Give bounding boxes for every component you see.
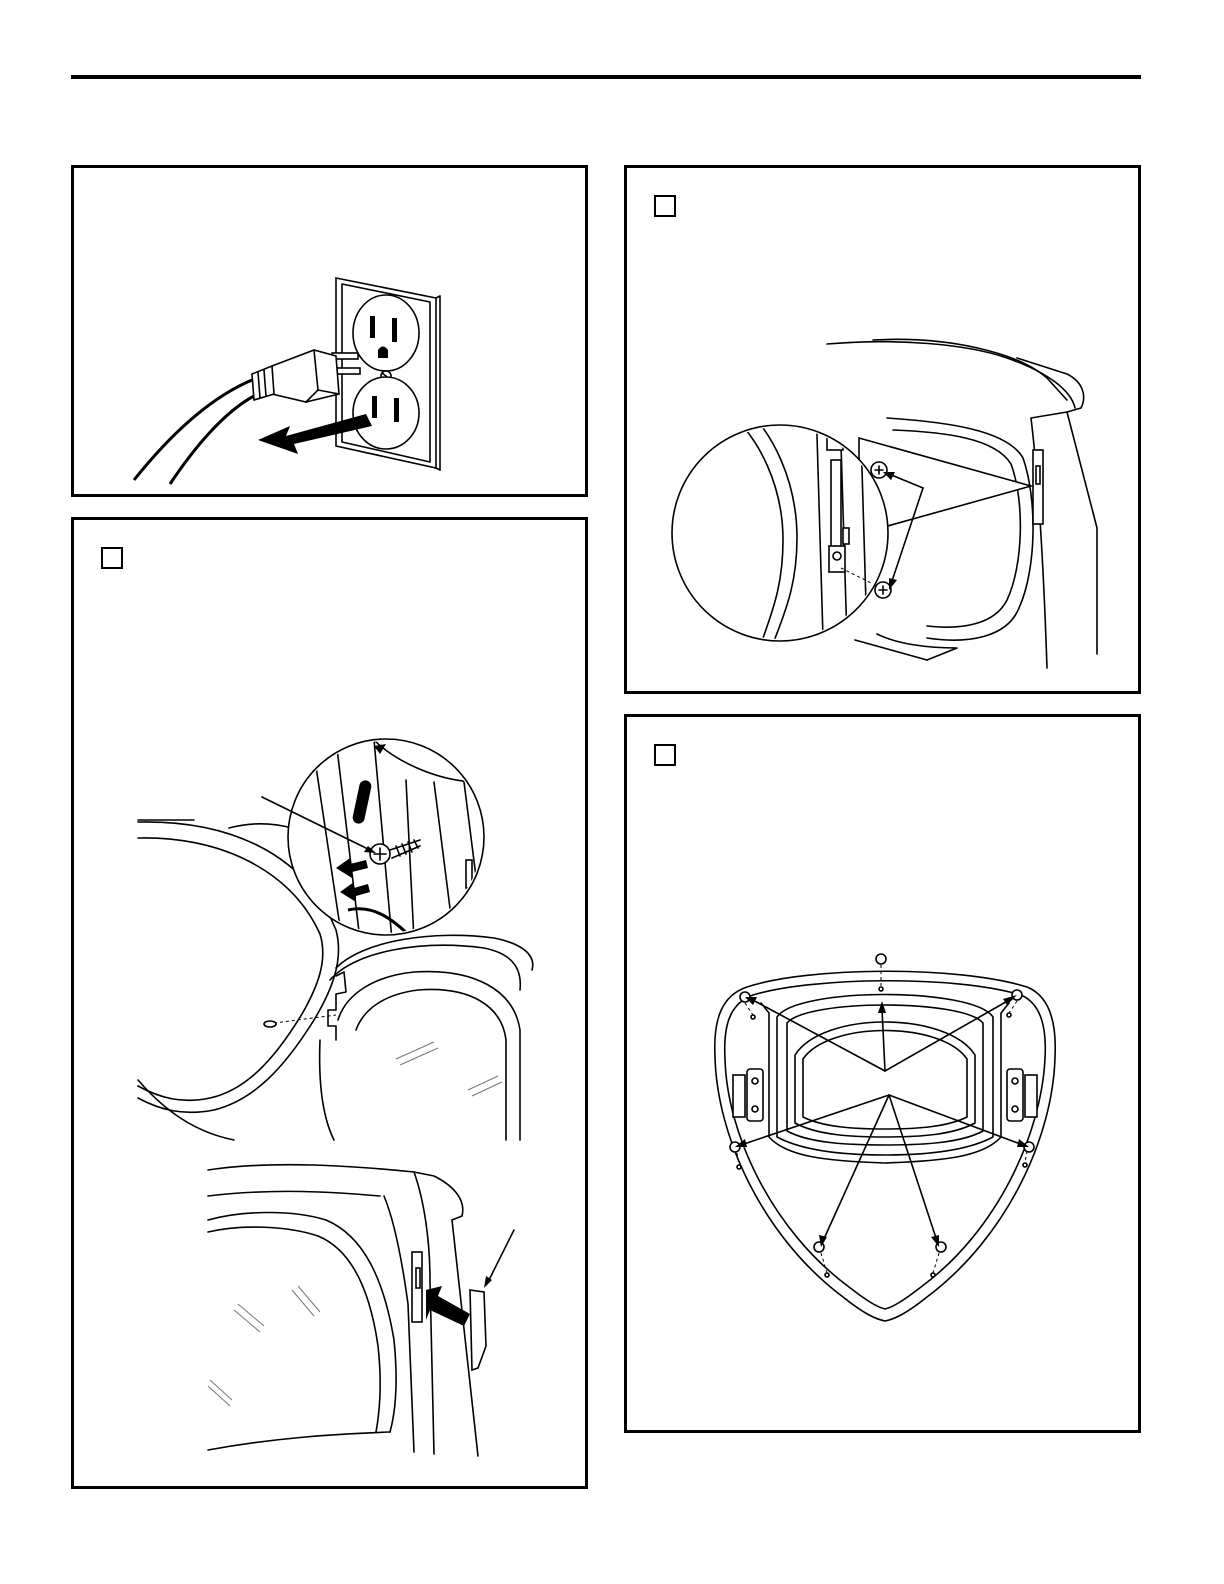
panel-remove-door-screws	[624, 165, 1141, 694]
header-rule	[71, 75, 1141, 79]
door-hinge-detail-illustration	[627, 168, 1144, 697]
panel-remove-hinge-cover	[71, 517, 588, 1489]
plug-outlet-illustration	[74, 168, 591, 500]
door-hinge-screw-illustration	[74, 520, 591, 1492]
panel-remove-inner-door-screws	[624, 714, 1141, 1433]
door-inner-panel-illustration	[627, 717, 1144, 1436]
panel-unplug	[71, 165, 588, 497]
